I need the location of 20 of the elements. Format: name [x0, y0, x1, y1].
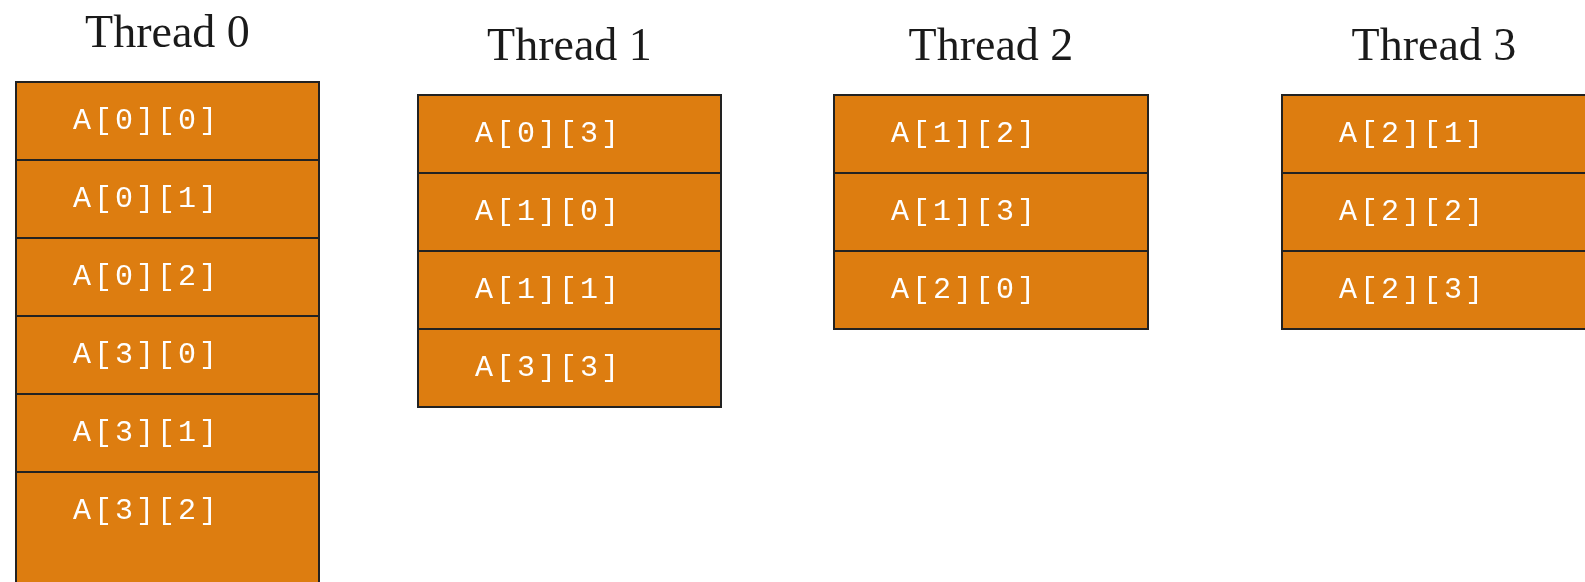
array-element-cell: A[2][1]	[1281, 94, 1585, 174]
column-heading: Thread 2	[908, 18, 1074, 71]
array-element-cell: A[0][0]	[15, 81, 320, 161]
array-element-cell: A[3][1]	[15, 393, 320, 473]
array-element-cell: A[0][1]	[15, 159, 320, 239]
column-heading: Thread 0	[85, 5, 250, 58]
array-element-cell: A[2][2]	[1281, 172, 1585, 252]
array-element-cell: A[0][3]	[417, 94, 722, 174]
array-element-cell: A[2][0]	[833, 250, 1149, 330]
array-element-cell: A[1][2]	[833, 94, 1149, 174]
array-element-cell: A[1][1]	[417, 250, 722, 330]
array-element-cell: A[0][2]	[15, 237, 320, 317]
column-heading: Thread 1	[487, 18, 652, 71]
array-element-cell: A[1][3]	[833, 172, 1149, 252]
array-element-cell: A[3][3]	[417, 328, 722, 408]
array-element-cell: A[2][3]	[1281, 250, 1585, 330]
array-element-cell: A[1][0]	[417, 172, 722, 252]
array-element-cell: A[3][2]	[15, 471, 320, 582]
array-element-cell: A[3][0]	[15, 315, 320, 395]
column-heading: Thread 3	[1351, 18, 1517, 71]
